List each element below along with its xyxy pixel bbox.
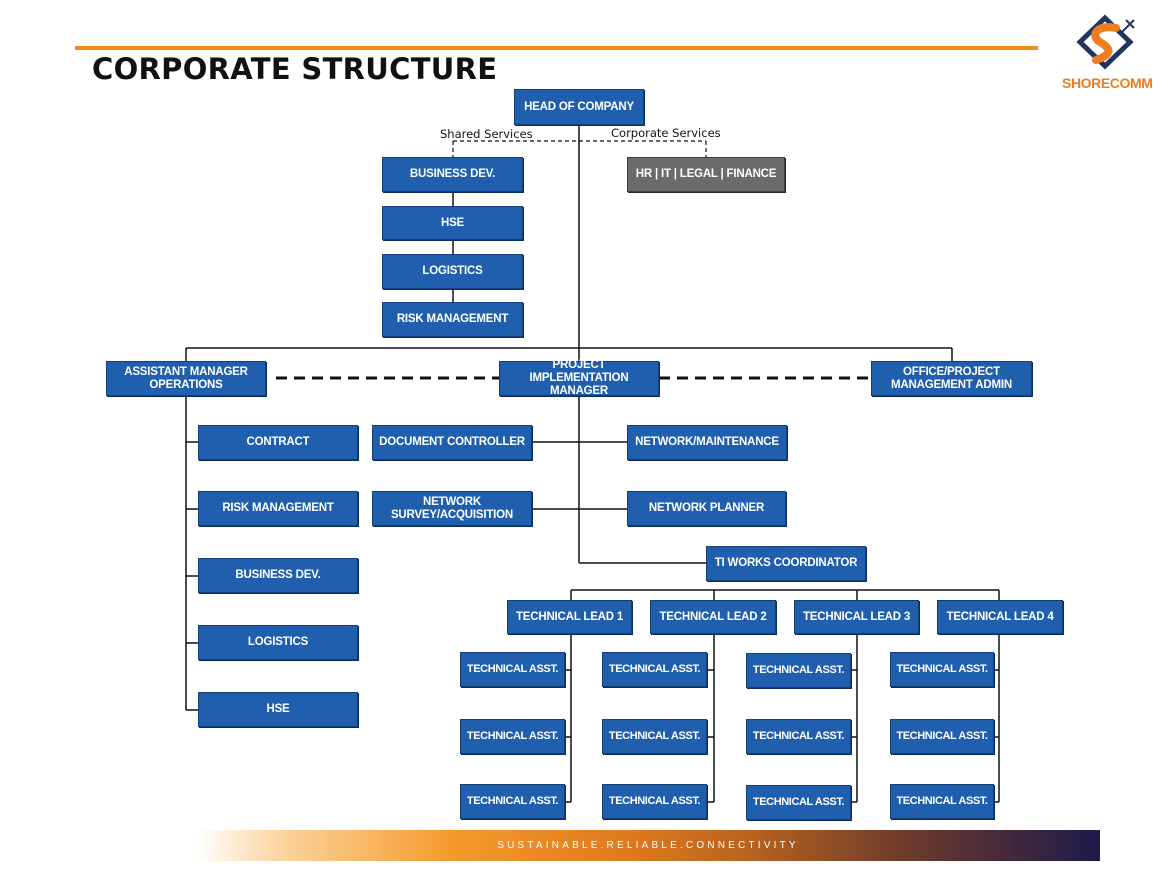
project-implementation-manager-box: PROJECT IMPLEMENTATION MANAGER — [499, 359, 659, 397]
technical-lead-2-box: TECHNICAL LEAD 2 — [650, 600, 776, 634]
technical-asst-box: TECHNICAL ASST. — [746, 653, 851, 688]
shared-business-dev-box: BUSINESS DEV. — [382, 157, 523, 192]
assistant-manager-operations-box: ASSISTANT MANAGER OPERATIONS — [106, 361, 266, 396]
technical-asst-box: TECHNICAL ASST. — [460, 719, 565, 754]
network-survey-acquisition-box: NETWORK SURVEY/ACQUISITION — [372, 491, 532, 526]
technical-asst-box: TECHNICAL ASST. — [746, 719, 851, 754]
ops-business-dev-box: BUSINESS DEV. — [198, 558, 358, 593]
shared-logistics-box: LOGISTICS — [382, 254, 523, 289]
head-of-company-box: HEAD OF COMPANY — [514, 89, 644, 125]
technical-lead-4-box: TECHNICAL LEAD 4 — [937, 600, 1063, 634]
network-maintenance-box: NETWORK/MAINTENANCE — [627, 425, 787, 460]
footer-band: SUSTAINABLE.RELIABLE.CONNECTIVITY — [196, 830, 1100, 861]
network-planner-box: NETWORK PLANNER — [627, 491, 786, 526]
technical-asst-box: TECHNICAL ASST. — [460, 784, 565, 819]
ops-logistics-box: LOGISTICS — [198, 625, 358, 660]
corporate-services-label: Corporate Services — [611, 126, 721, 140]
technical-asst-box: TECHNICAL ASST. — [602, 719, 707, 754]
page-title: CORPORATE STRUCTURE — [92, 52, 498, 86]
shared-risk-management-box: RISK MANAGEMENT — [382, 302, 523, 337]
shorecomm-logo-icon — [1076, 14, 1135, 70]
technical-lead-3-box: TECHNICAL LEAD 3 — [794, 600, 919, 634]
technical-asst-box: TECHNICAL ASST. — [460, 652, 565, 687]
technical-asst-box: TECHNICAL ASST. — [890, 652, 994, 687]
tagline: SUSTAINABLE.RELIABLE.CONNECTIVITY — [497, 840, 799, 851]
technical-lead-1-box: TECHNICAL LEAD 1 — [507, 600, 632, 634]
shared-services-label: Shared Services — [440, 127, 533, 141]
document-controller-box: DOCUMENT CONTROLLER — [372, 425, 532, 460]
corporate-services-box: HR | IT | LEGAL | FINANCE — [627, 157, 785, 192]
top-rule — [75, 46, 1038, 50]
office-project-admin-box: OFFICE/PROJECT MANAGEMENT ADMIN — [871, 361, 1032, 396]
technical-asst-box: TECHNICAL ASST. — [890, 784, 994, 819]
shared-hse-box: HSE — [382, 206, 523, 240]
technical-asst-box: TECHNICAL ASST. — [746, 785, 851, 820]
ti-works-coordinator-box: TI WORKS COORDINATOR — [706, 546, 866, 581]
logo-wordmark: SHORECOMM — [1062, 75, 1153, 91]
technical-asst-box: TECHNICAL ASST. — [890, 719, 994, 754]
ops-hse-box: HSE — [198, 692, 358, 727]
ops-risk-management-box: RISK MANAGEMENT — [198, 491, 358, 526]
ops-contract-box: CONTRACT — [198, 425, 358, 460]
technical-asst-box: TECHNICAL ASST. — [602, 784, 707, 819]
technical-asst-box: TECHNICAL ASST. — [602, 652, 707, 687]
